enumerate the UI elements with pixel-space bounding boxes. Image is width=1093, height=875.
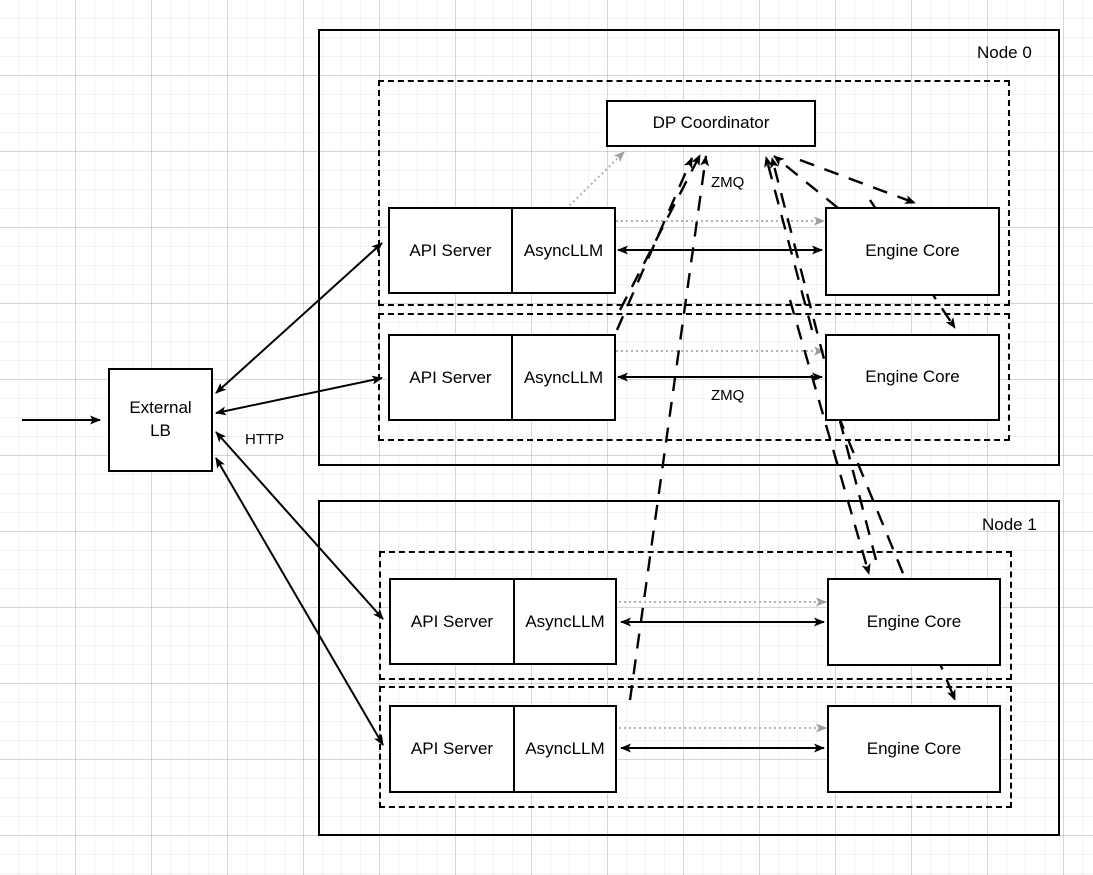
edge-zmq-asyncllm-n0g1-to-coordinator <box>615 157 694 331</box>
api-server-asyncllm-row-n1-g0[interactable]: API Server AsyncLLM <box>389 578 617 665</box>
dp-group-n1-g1 <box>379 686 1012 808</box>
api-server-asyncllm-row-n1-g1[interactable]: API Server AsyncLLM <box>389 705 617 793</box>
edge-asyncllm-to-coordinator-dotted <box>565 151 625 210</box>
asyncllm-cell-n1-g0[interactable]: AsyncLLM <box>525 611 605 631</box>
edge-zmq-asyncllm-n1g1-to-coordinator <box>628 155 710 701</box>
zmq-label-n0-g0: ZMQ <box>711 174 745 191</box>
edge-lb-to-api-server-n0-g1 <box>215 375 383 416</box>
edge-zmq-enginecore-n0g0-to-coordinator <box>773 155 839 209</box>
api-server-asyncllm-row-n0-g1[interactable]: API Server AsyncLLM <box>388 334 616 421</box>
dp-group-n0-g1 <box>378 313 1010 441</box>
engine-core-box-n1-g1[interactable]: Engine Core <box>827 705 1001 793</box>
edge-zmq-enginecore-n1g0-to-coordinator <box>770 157 878 561</box>
edge-asyncllm-enginecore-n1-g0 <box>619 597 827 627</box>
node-0-label: Node 0 <box>977 43 1032 62</box>
node-1-label: Node 1 <box>982 515 1037 534</box>
asyncllm-cell-n0-g0[interactable]: AsyncLLM <box>523 240 604 260</box>
node-container-0 <box>318 29 1060 466</box>
dp-group-n1-g0 <box>379 551 1012 680</box>
dp-coordinator-box[interactable]: DP Coordinator <box>606 100 816 147</box>
external-lb-label-line1: External <box>129 398 192 418</box>
engine-core-box-n0-g1[interactable]: Engine Core <box>825 334 1000 421</box>
edge-coordinator-to-enginecore-n0g0 <box>799 158 916 205</box>
api-server-cell-n0-g0[interactable]: API Server <box>390 209 513 292</box>
http-label: HTTP <box>245 431 285 448</box>
api-server-cell-n1-g0[interactable]: API Server <box>391 580 515 663</box>
api-server-cell-n1-g1[interactable]: API Server <box>391 707 515 791</box>
asyncllm-cell-n1-g1[interactable]: AsyncLLM <box>525 739 605 758</box>
asyncllm-cell-n0-g1[interactable]: AsyncLLM <box>523 367 604 387</box>
dp-group-n0-g0 <box>378 80 1010 306</box>
zmq-label-n0-g1: ZMQ <box>711 387 745 404</box>
edge-coordinator-to-enginecore-n1g0 <box>788 299 871 575</box>
api-server-cell-n0-g1[interactable]: API Server <box>390 336 513 419</box>
node-container-1 <box>318 500 1060 836</box>
external-lb-label-line2: LB <box>150 421 171 440</box>
engine-core-box-n1-g0[interactable]: Engine Core <box>827 578 1001 666</box>
external-lb-box[interactable]: External LB <box>108 368 213 472</box>
edge-lb-to-api-server-n1-g1 <box>215 457 384 746</box>
edge-asyncllm-enginecore-n1-g1 <box>619 723 827 753</box>
edge-asyncllm-enginecore-n0-g1 <box>616 346 825 382</box>
edge-zmq-enginecore-n0g1-to-coordinator <box>764 156 814 331</box>
engine-core-box-n0-g0[interactable]: Engine Core <box>825 207 1000 296</box>
api-server-asyncllm-row-n0-g0[interactable]: API Server AsyncLLM <box>388 207 616 294</box>
edge-lb-to-api-server-n0-g0 <box>215 242 383 394</box>
